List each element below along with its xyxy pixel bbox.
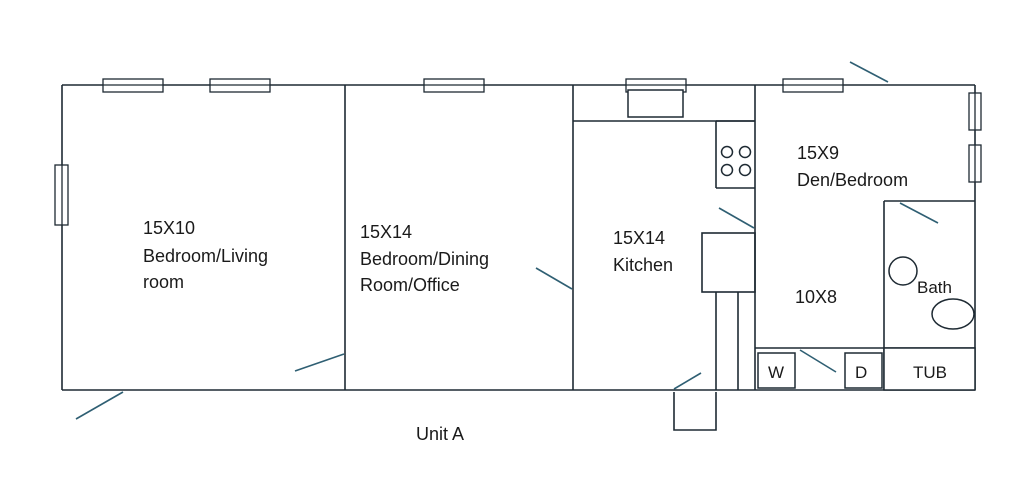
dryer-icon xyxy=(844,352,883,389)
window xyxy=(968,144,982,183)
window xyxy=(102,78,164,93)
plan-caption: Unit A xyxy=(416,424,464,444)
window xyxy=(625,78,687,93)
room-name-line: Den/Bedroom xyxy=(797,170,908,190)
room-size: 15X14 xyxy=(613,228,665,248)
washer-icon xyxy=(757,352,796,389)
room-name-line: Bedroom/Living xyxy=(143,246,268,266)
washer-label: W xyxy=(768,363,784,382)
room-label-bedroom-dining-office: 15X14 Bedroom/Dining Room/Office xyxy=(360,222,489,295)
window xyxy=(968,92,982,131)
door-swing xyxy=(799,349,837,373)
bath-label: Bath xyxy=(917,278,952,297)
dryer-label: D xyxy=(855,363,867,382)
door-swing xyxy=(75,391,124,420)
window xyxy=(54,164,69,226)
room-size: 15X14 xyxy=(360,222,412,242)
room-label-den-bedroom: 15X9 Den/Bedroom xyxy=(797,143,908,190)
door-swing xyxy=(718,207,755,229)
room-size: 15X9 xyxy=(797,143,839,163)
window xyxy=(209,78,271,93)
room-label-bedroom-living: 15X10 Bedroom/Living room xyxy=(143,218,268,292)
sink-icon xyxy=(627,89,684,118)
door-swing xyxy=(899,202,939,224)
bath-fixtures xyxy=(757,256,976,391)
door-swing xyxy=(535,267,573,290)
tub-label: TUB xyxy=(913,363,947,382)
exterior-walls xyxy=(61,84,976,391)
room-label-kitchen: 15X14 Kitchen xyxy=(613,228,673,275)
window xyxy=(782,78,844,93)
room-name-line: room xyxy=(143,272,184,292)
room-label-hall: 10X8 xyxy=(795,287,837,307)
door-swing xyxy=(849,61,889,83)
room-size: 10X8 xyxy=(795,287,837,307)
toilet-icon xyxy=(888,256,918,286)
window xyxy=(423,78,485,93)
room-name-line: Room/Office xyxy=(360,275,460,295)
tub-icon xyxy=(883,347,976,391)
room-size: 15X10 xyxy=(143,218,195,238)
windows xyxy=(54,78,982,226)
room-name-line: Bedroom/Dining xyxy=(360,249,489,269)
room-name-line: Kitchen xyxy=(613,255,673,275)
door-swing xyxy=(294,353,345,372)
stove-icon xyxy=(720,145,752,177)
door-swing xyxy=(673,372,702,390)
sink-basin-icon xyxy=(931,298,975,330)
doors xyxy=(75,61,939,420)
kitchen-fixtures xyxy=(627,89,752,177)
